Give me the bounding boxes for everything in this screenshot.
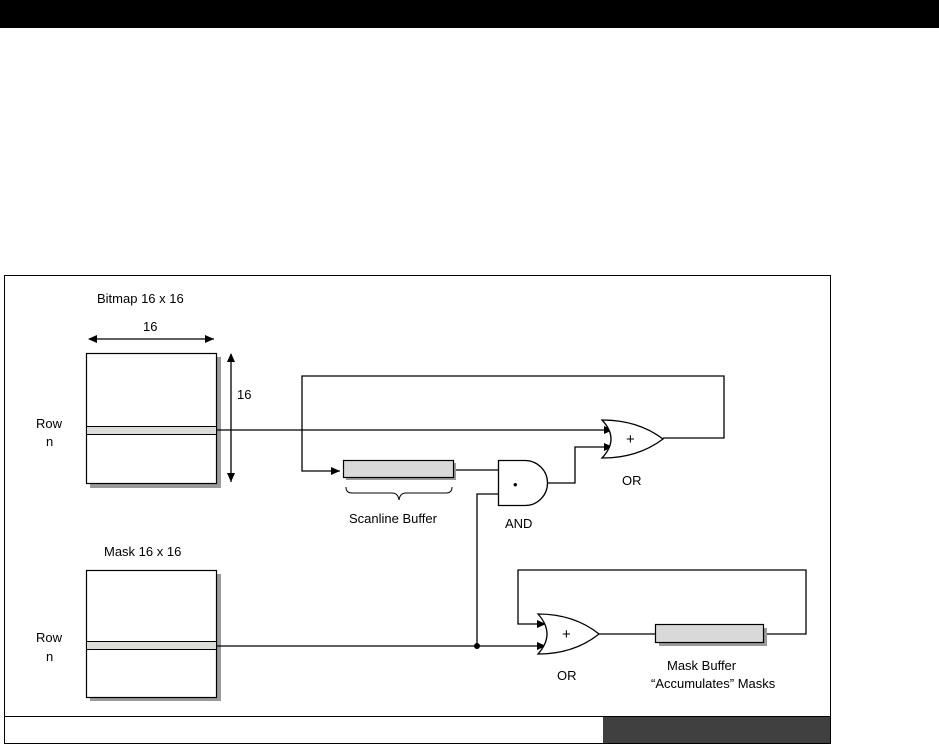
top-bar <box>0 0 939 28</box>
bitmap-width-label: 16 <box>143 319 157 334</box>
scanline-brace <box>345 486 453 501</box>
top-or-label: OR <box>622 473 642 488</box>
bitmap-row-n <box>86 426 217 435</box>
mask-buffer-label: Mask Buffer <box>667 658 737 673</box>
top-feedback-loop <box>301 375 725 475</box>
mask-buffer-sublabel: “Accumulates” Masks <box>651 676 776 691</box>
and-symbol: • <box>513 477 518 492</box>
scanline-buffer <box>342 459 455 479</box>
bottom-feedback-loop <box>517 569 807 635</box>
diagram-frame <box>4 275 831 744</box>
mask-grid <box>85 569 218 699</box>
and-to-or-wire <box>548 443 613 484</box>
top-or-gate <box>600 419 665 459</box>
and-gate <box>497 459 549 507</box>
top-or-symbol: + <box>626 431 635 448</box>
footer-dark-block <box>603 717 830 743</box>
bitmap-title: Bitmap 16 x 16 <box>97 291 184 306</box>
bottom-or-symbol: + <box>562 626 571 643</box>
mask-row-label: Row <box>36 630 63 645</box>
bitmap-grid <box>85 352 218 485</box>
bottom-or-gate <box>536 613 601 655</box>
mask-title: Mask 16 x 16 <box>104 544 181 559</box>
and-label: AND <box>505 516 532 531</box>
mask-buffer <box>654 623 765 644</box>
bottom-or-label: OR <box>557 668 577 683</box>
bitmap-row-index: n <box>46 434 53 449</box>
junction-dot <box>474 643 480 649</box>
mask-row-index: n <box>46 649 53 664</box>
mask-row-n <box>86 641 217 650</box>
and-mask-input-wire <box>476 493 498 646</box>
bitmap-row-label: Row <box>36 416 63 431</box>
bitmap-height-label: 16 <box>237 387 251 402</box>
scanline-buffer-label: Scanline Buffer <box>349 511 438 526</box>
